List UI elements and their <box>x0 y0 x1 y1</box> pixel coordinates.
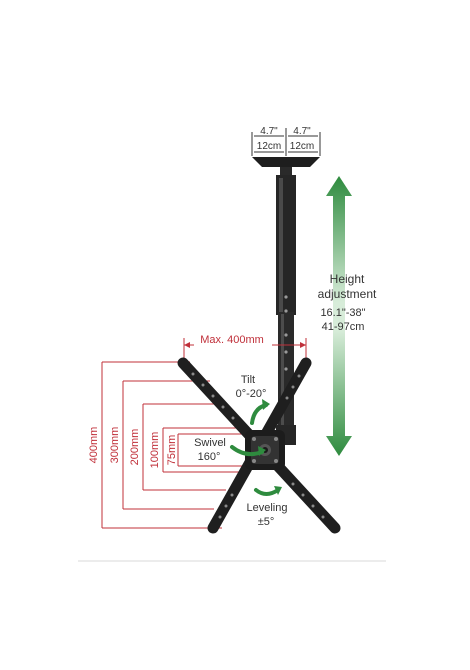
height-range-inch: 16.1"-38" <box>320 307 365 319</box>
max-width-dimension: Max. 400mm <box>183 333 307 368</box>
tilt-label: Tilt <box>241 374 255 386</box>
plate-left-cm: 12cm <box>257 141 281 152</box>
tilt-range: 0°-20° <box>236 388 267 400</box>
swivel-range: 160° <box>198 451 221 463</box>
plate-right-cm: 12cm <box>290 141 314 152</box>
vesa-dimension-labels: 400mm 300mm 200mm 100mm 75mm <box>88 427 178 469</box>
vesa-300-label: 300mm <box>109 427 121 464</box>
plate-right-inch: 4.7" <box>293 126 311 137</box>
max-width-label: Max. 400mm <box>200 334 264 346</box>
vesa-100-label: 100mm <box>149 432 161 469</box>
swivel-indicator: Swivel 160° <box>194 437 266 463</box>
height-title-line2: adjustment <box>318 287 377 301</box>
height-adjustment-label: Height adjustment 16.1"-38" 41-97cm <box>318 272 377 333</box>
leveling-arrow-icon <box>254 488 280 496</box>
swivel-label: Swivel <box>194 437 226 449</box>
vesa-200-label: 200mm <box>129 429 141 466</box>
ceiling-plate <box>252 157 320 175</box>
tilt-indicator: Tilt 0°-20° <box>236 374 270 425</box>
vesa-75-label: 75mm <box>166 435 178 466</box>
vesa-400-label: 400mm <box>88 427 100 464</box>
ceiling-plate-dimensions: 4.7" 4.7" 12cm 12cm <box>251 126 321 156</box>
plate-left-inch: 4.7" <box>260 126 278 137</box>
mount-head <box>245 425 296 470</box>
height-range-cm: 41-97cm <box>322 321 365 333</box>
leveling-indicator: Leveling ±5° <box>247 486 288 528</box>
height-adjustment-arrow <box>326 176 352 456</box>
vesa-dimension-lines <box>101 361 248 529</box>
leveling-range: ±5° <box>258 516 275 528</box>
height-title-line1: Height <box>330 272 365 286</box>
leveling-label: Leveling <box>247 502 288 514</box>
